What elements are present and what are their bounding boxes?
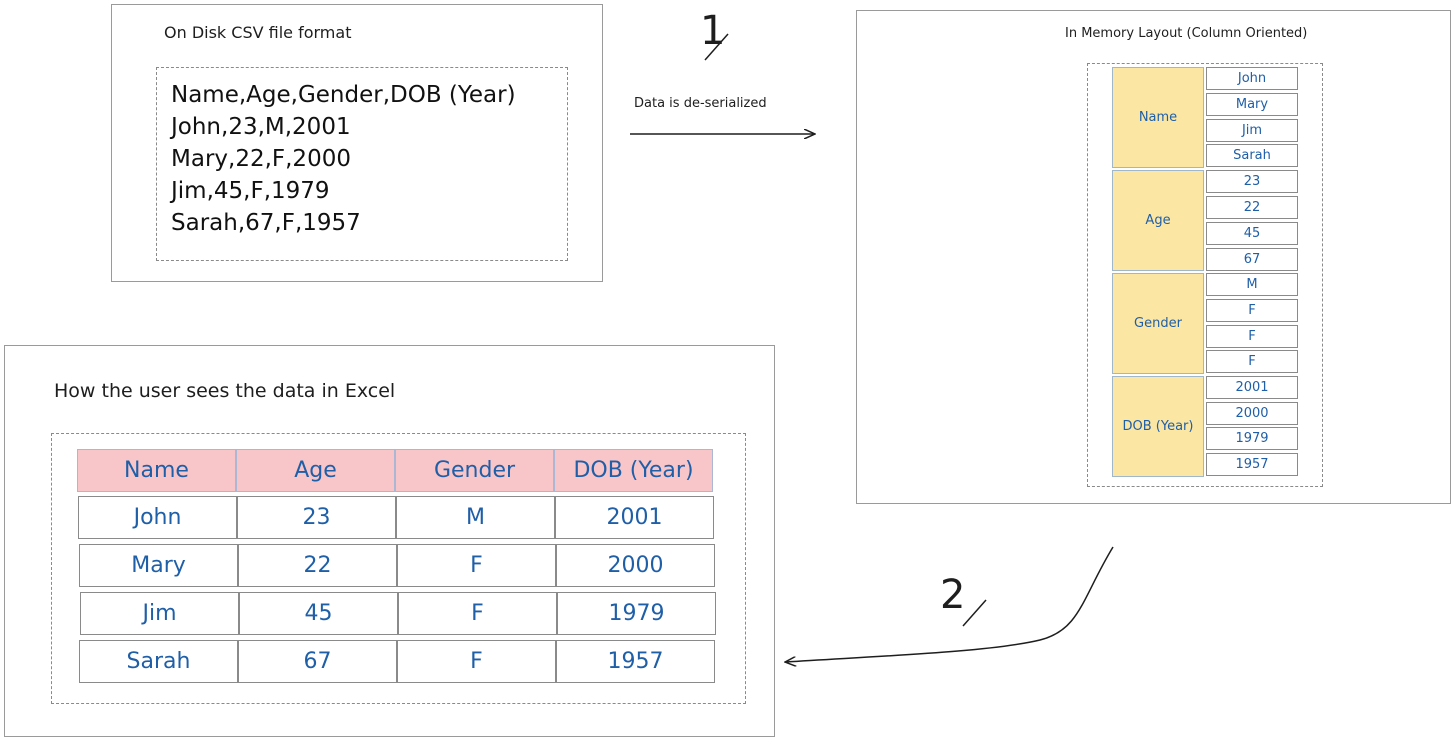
memory-panel-title: In Memory Layout (Column Oriented) <box>1065 26 1308 41</box>
table-cell: John <box>78 496 237 539</box>
table-cell: 45 <box>239 592 398 635</box>
table-cell: F <box>398 592 557 635</box>
memory-content-box: Name John Mary Jim Sarah Age 23 22 45 67… <box>1087 63 1323 487</box>
csv-line: Jim,45,F,1979 <box>171 178 330 204</box>
column-label-gender: Gender <box>1112 273 1204 374</box>
memory-cell: Sarah <box>1206 144 1298 167</box>
memory-cell: F <box>1206 350 1298 373</box>
table-cell: Sarah <box>79 640 238 683</box>
memory-cell: F <box>1206 325 1298 348</box>
memory-cell: F <box>1206 299 1298 322</box>
step-2-tick-mark <box>962 599 987 627</box>
column-label-age: Age <box>1112 170 1204 271</box>
step-1-number: 1 <box>700 8 726 54</box>
table-header-age: Age <box>236 449 395 492</box>
memory-cell: Mary <box>1206 93 1298 116</box>
memory-cell: 22 <box>1206 196 1298 219</box>
excel-panel-title: How the user sees the data in Excel <box>54 380 396 402</box>
table-cell: 2001 <box>555 496 714 539</box>
step-1-label: Data is de-serialized <box>634 96 767 111</box>
table-cell: 22 <box>238 544 397 587</box>
memory-cell: 67 <box>1206 248 1298 271</box>
step-1-tick-mark <box>704 33 729 61</box>
table-cell: 1979 <box>557 592 716 635</box>
table-header-dob: DOB (Year) <box>554 449 713 492</box>
csv-file-panel: On Disk CSV file format Name,Age,Gender,… <box>111 4 603 282</box>
memory-cell: 45 <box>1206 222 1298 245</box>
table-cell: F <box>397 640 556 683</box>
table-header-gender: Gender <box>395 449 554 492</box>
step-2-number: 2 <box>940 572 966 618</box>
csv-content-box: Name,Age,Gender,DOB (Year) John,23,M,200… <box>156 67 568 261</box>
column-label-dob: DOB (Year) <box>1112 376 1204 477</box>
excel-table-box: Name Age Gender DOB (Year) John 23 M 200… <box>51 433 746 704</box>
memory-cell: John <box>1206 67 1298 90</box>
table-cell: 67 <box>238 640 397 683</box>
memory-cell: 23 <box>1206 170 1298 193</box>
table-cell: 23 <box>237 496 396 539</box>
memory-cell: M <box>1206 273 1298 296</box>
memory-cell: 2000 <box>1206 402 1298 425</box>
memory-cell: Jim <box>1206 119 1298 142</box>
csv-line: Sarah,67,F,1957 <box>171 210 361 236</box>
memory-cell: 1979 <box>1206 427 1298 450</box>
csv-line: Mary,22,F,2000 <box>171 146 351 172</box>
step-2-arrow <box>786 546 1114 662</box>
column-label-name: Name <box>1112 67 1204 168</box>
table-header-name: Name <box>77 449 236 492</box>
csv-panel-title: On Disk CSV file format <box>164 23 352 42</box>
csv-line-header: Name,Age,Gender,DOB (Year) <box>171 82 516 108</box>
table-cell: Jim <box>80 592 239 635</box>
table-cell: 2000 <box>556 544 715 587</box>
csv-line: John,23,M,2001 <box>171 114 351 140</box>
table-cell: F <box>397 544 556 587</box>
memory-cell: 2001 <box>1206 376 1298 399</box>
table-cell: Mary <box>79 544 238 587</box>
memory-layout-panel: In Memory Layout (Column Oriented) Name … <box>856 10 1451 504</box>
table-cell: M <box>396 496 555 539</box>
excel-view-panel: How the user sees the data in Excel Name… <box>4 345 775 737</box>
memory-cell: 1957 <box>1206 453 1298 476</box>
table-cell: 1957 <box>556 640 715 683</box>
